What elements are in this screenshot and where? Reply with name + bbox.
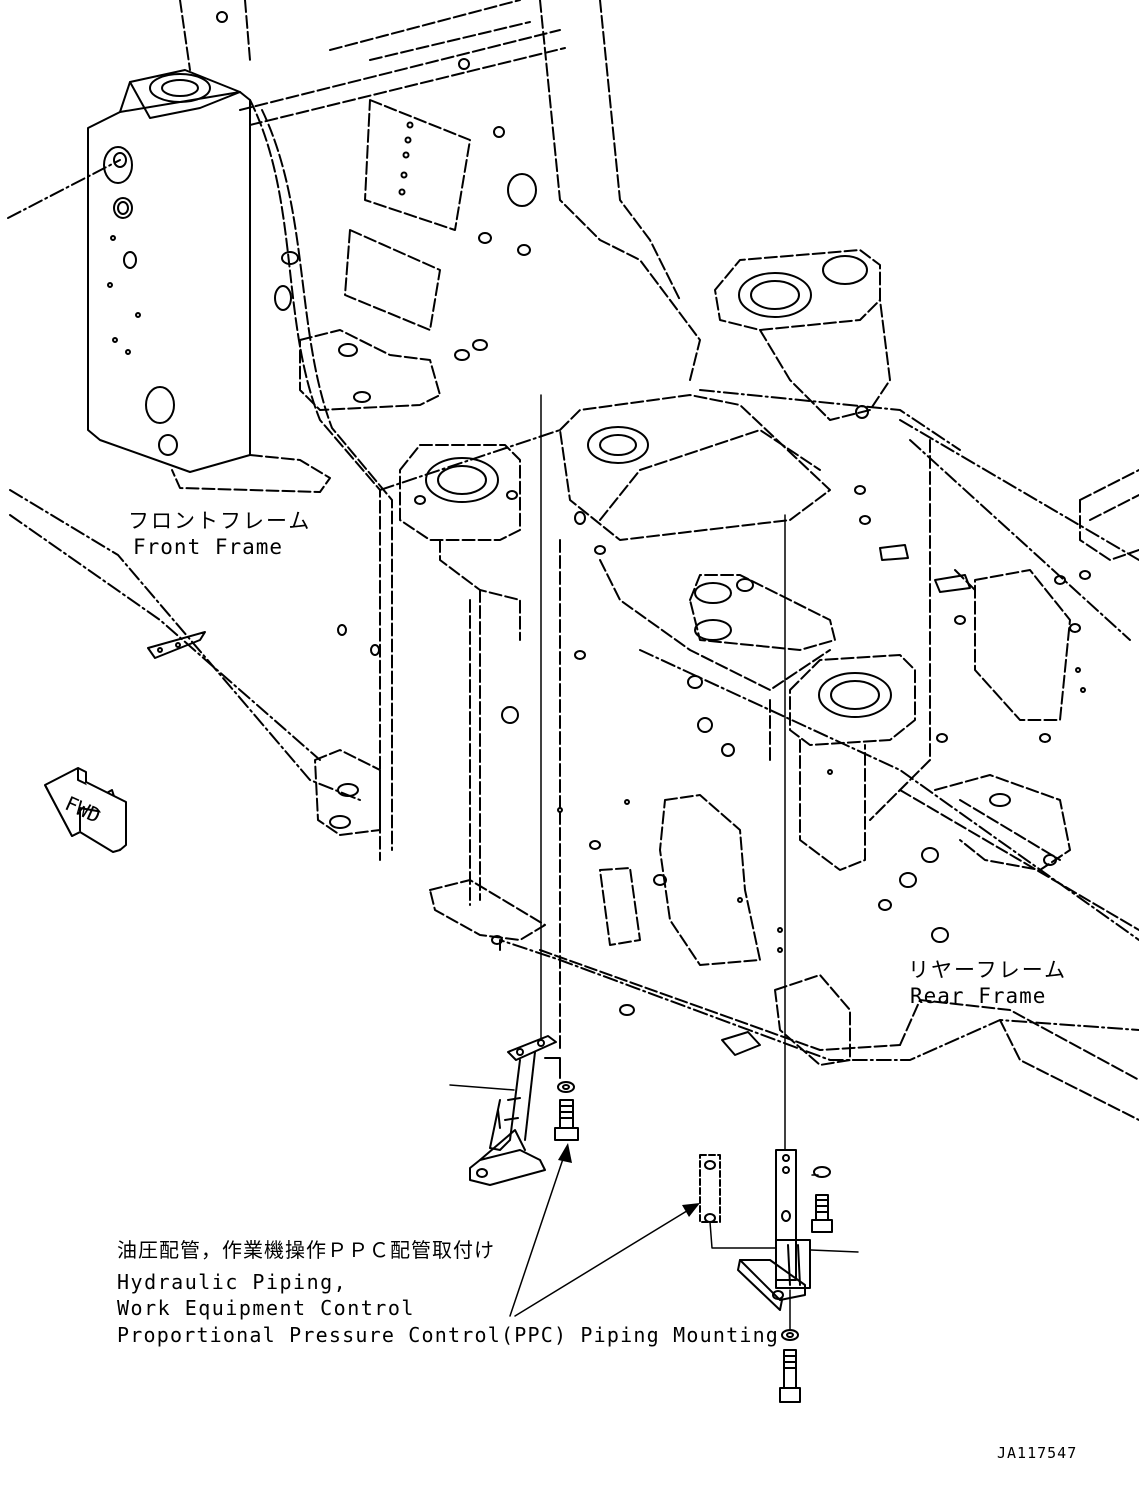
rear-frame-drawing	[499, 249, 1139, 1121]
rear-frame-label-en: Rear Frame	[910, 984, 1047, 1008]
fwd-arrow-icon: FWD	[44, 767, 127, 853]
caption-jp: 油圧配管，作業機操作ＰＰＣ配管取付け	[117, 1238, 495, 1262]
front-frame-label-en: Front Frame	[133, 535, 284, 559]
rear-frame-label-jp: リヤーフレーム	[908, 958, 1068, 982]
caption-en-line1: Hydraulic Piping,	[117, 1270, 348, 1294]
piping-bracket-left	[449, 394, 579, 1186]
front-frame-label-jp: フロントフレーム	[128, 509, 312, 533]
piping-bracket-right	[699, 514, 859, 1403]
center-hinge-drawing	[379, 389, 961, 945]
drawing-number: JA117547	[997, 1444, 1078, 1462]
leader-arrows	[509, 1149, 696, 1317]
front-frame-drawing	[7, 0, 701, 861]
caption-en-line2: Work Equipment Control	[117, 1296, 415, 1320]
caption-en-line3: Proportional Pressure Control(PPC) Pipin…	[117, 1323, 780, 1347]
arrowheads	[558, 1143, 700, 1217]
